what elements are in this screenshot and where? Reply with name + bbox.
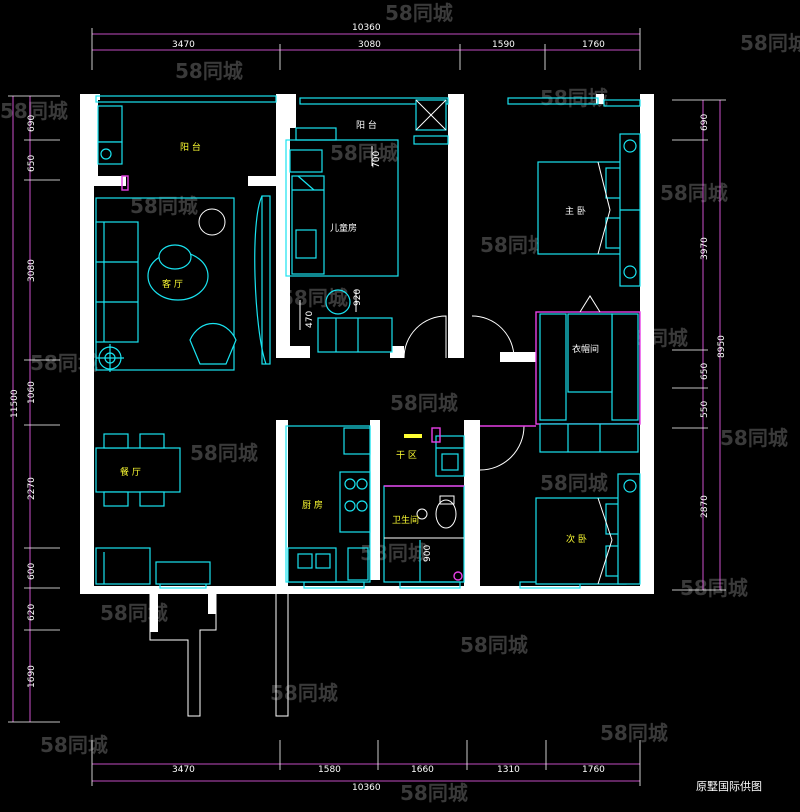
dimension-label: 1760 [582, 40, 605, 50]
kids-room-furniture [285, 139, 515, 359]
watermark: 58同城 [190, 441, 258, 465]
watermark: 58同城 [460, 633, 528, 657]
dimension-label: 1310 [497, 765, 520, 775]
dimension-label: 1580 [318, 765, 341, 775]
bay-extension [149, 594, 289, 717]
room-label-master-bedroom: 主 卧 [565, 205, 586, 217]
bottom-dimension-chain: 3470 1580 1660 1310 1760 10360 [91, 740, 641, 793]
interior-annotations: 700 470 920 900 [305, 151, 433, 562]
bathroom-furniture [383, 427, 465, 583]
room-label-balcony-left: 阳 台 [180, 141, 201, 153]
room-label-laundry: 干 区 [396, 450, 417, 461]
watermark: 58同城 [600, 721, 668, 745]
kitchen-furniture [285, 425, 371, 583]
room-labels: 阳 台 阳 台 儿童房 主 卧 客 厅 衣帽间 餐 厅 干 区 厨 房 卫生间 … [120, 119, 599, 545]
dimension-label: 600 [27, 563, 37, 580]
dimension-label: 2270 [27, 477, 37, 500]
watermark: 58同城 [740, 31, 800, 55]
dimension-label: 3970 [700, 237, 710, 260]
laundry-marker [404, 434, 422, 438]
watermark: 58同城 [330, 141, 398, 165]
cloakroom-furniture [535, 295, 641, 453]
walls [80, 94, 654, 632]
dimension-label: 650 [700, 363, 710, 380]
watermark: 58同城 [400, 781, 468, 805]
left-dimension-chain: 11500 690 650 3080 1060 2270 600 620 169… [8, 95, 60, 723]
top-balcony [295, 99, 449, 145]
watermark: 58同城 [270, 681, 338, 705]
dimension-label: 620 [27, 604, 37, 621]
dimension-label: 690 [27, 115, 37, 132]
dimension-label: 1690 [27, 665, 37, 688]
dimension-label: 3080 [358, 40, 381, 50]
room-label-kids-room: 儿童房 [330, 222, 357, 234]
watermark: 58同城 [680, 576, 748, 600]
watermark: 58同城 [40, 733, 108, 757]
room-label-second-bedroom: 次 卧 [566, 533, 587, 545]
dimension-label: 470 [305, 311, 315, 328]
living-room-furniture [95, 195, 271, 372]
dimension-label: 920 [353, 289, 363, 306]
second-bedroom-furniture [479, 425, 641, 585]
dimension-label: 10360 [352, 783, 381, 793]
dimension-label: 11500 [10, 389, 20, 418]
watermark: 58同城 [385, 1, 453, 25]
dimension-label: 900 [423, 545, 433, 562]
dimension-label: 10360 [352, 23, 381, 33]
dimension-label: 8950 [717, 335, 727, 358]
room-label-living-room: 客 厅 [162, 278, 183, 290]
room-label-cloakroom: 衣帽间 [572, 343, 599, 355]
room-label-kitchen: 厨 房 [302, 499, 323, 511]
watermark: 58同城 [390, 391, 458, 415]
dimension-label: 700 [372, 151, 382, 168]
master-bedroom-furniture [537, 133, 641, 287]
dimension-label: 1060 [27, 381, 37, 404]
dimension-label: 3080 [27, 259, 37, 282]
dimension-label: 1660 [411, 765, 434, 775]
dimension-label: 1760 [582, 765, 605, 775]
watermark: 58同城 [0, 99, 68, 123]
dimension-label: 3470 [172, 765, 195, 775]
watermark: 58同城 [720, 426, 788, 450]
watermark: 58同城 [480, 233, 548, 257]
watermark: 58同城 [175, 59, 243, 83]
top-dimension-chain: 10360 3470 3080 1590 1760 [91, 23, 641, 70]
dimension-label: 2870 [700, 495, 710, 518]
dimension-label: 650 [27, 155, 37, 172]
watermark: 58同城 [540, 471, 608, 495]
right-dimension-chain: 690 3970 650 550 2870 8950 [672, 99, 727, 591]
room-label-bathroom: 卫生间 [392, 514, 419, 526]
dimension-label: 550 [700, 401, 710, 418]
room-label-balcony-top: 阳 台 [356, 119, 377, 131]
dining-room-furniture [95, 433, 211, 585]
image-caption: 原墅国际供图 [696, 779, 762, 793]
watermark: 58同城 [660, 181, 728, 205]
dimension-label: 1590 [492, 40, 515, 50]
balcony-appliances [97, 105, 129, 191]
dimension-label: 3470 [172, 40, 195, 50]
room-label-dining-room: 餐 厅 [120, 466, 141, 478]
dimension-label: 690 [700, 114, 710, 131]
